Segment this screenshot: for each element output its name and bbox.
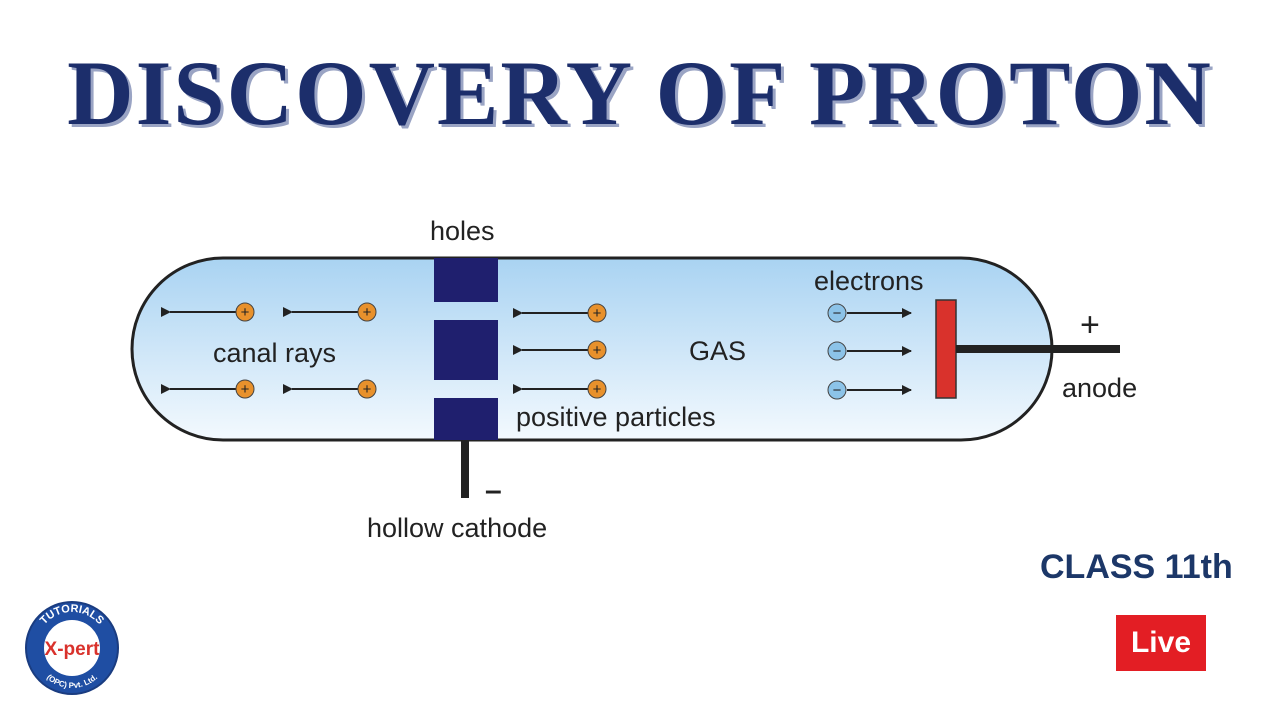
electron-icon: −	[827, 303, 847, 323]
proton-icon: +	[357, 302, 377, 322]
cathode-minus-sign: –	[485, 474, 502, 507]
proton-icon: +	[587, 340, 607, 360]
cathode-block-middle	[434, 320, 498, 380]
anode-plate	[935, 299, 957, 399]
hollow-cathode-label: hollow cathode	[367, 513, 547, 543]
svg-text:+: +	[241, 381, 250, 398]
page-title: DISCOVERY OF PROTON	[67, 42, 1213, 144]
canal-rays-label: canal rays	[213, 338, 336, 368]
gas-label: GAS	[689, 336, 746, 366]
cathode-block-bottom	[434, 398, 498, 440]
svg-text:+: +	[363, 304, 372, 321]
cathode-lead	[461, 440, 469, 498]
svg-text:+: +	[363, 381, 372, 398]
electron-icon: −	[827, 341, 847, 361]
canal-ray-arrows	[161, 307, 358, 394]
proton-icon: +	[235, 379, 255, 399]
logo-brand-text: X-pert	[45, 639, 101, 660]
svg-text:−: −	[833, 343, 842, 360]
svg-text:+: +	[593, 305, 602, 322]
anode-lead	[956, 345, 1120, 353]
proton-icon: +	[587, 379, 607, 399]
svg-text:+: +	[241, 304, 250, 321]
anode-plus-sign: +	[1080, 306, 1100, 344]
proton-icon: +	[587, 303, 607, 323]
class-label: CLASS 11th	[1040, 548, 1233, 586]
positive-particles: + + +	[587, 303, 607, 399]
electrons: − − −	[827, 303, 847, 400]
svg-text:−: −	[833, 305, 842, 322]
electrons-label: electrons	[814, 266, 924, 296]
electron-icon: −	[827, 380, 847, 400]
proton-icon: +	[235, 302, 255, 322]
canal-ray-particles: + + + +	[235, 302, 377, 399]
live-badge: Live	[1116, 615, 1206, 671]
cathode-block-top	[434, 258, 498, 302]
positive-particles-label: positive particles	[516, 402, 716, 432]
svg-text:+: +	[593, 342, 602, 359]
positive-particle-arrows	[513, 308, 588, 394]
svg-text:−: −	[833, 382, 842, 399]
electron-arrows	[847, 308, 912, 395]
svg-text:+: +	[593, 381, 602, 398]
anode-label: anode	[1062, 373, 1137, 403]
holes-label: holes	[430, 216, 495, 246]
proton-icon: +	[357, 379, 377, 399]
xpert-logo: TUTORIALS (OPC) Pvt. Ltd. X-pert	[25, 601, 119, 695]
